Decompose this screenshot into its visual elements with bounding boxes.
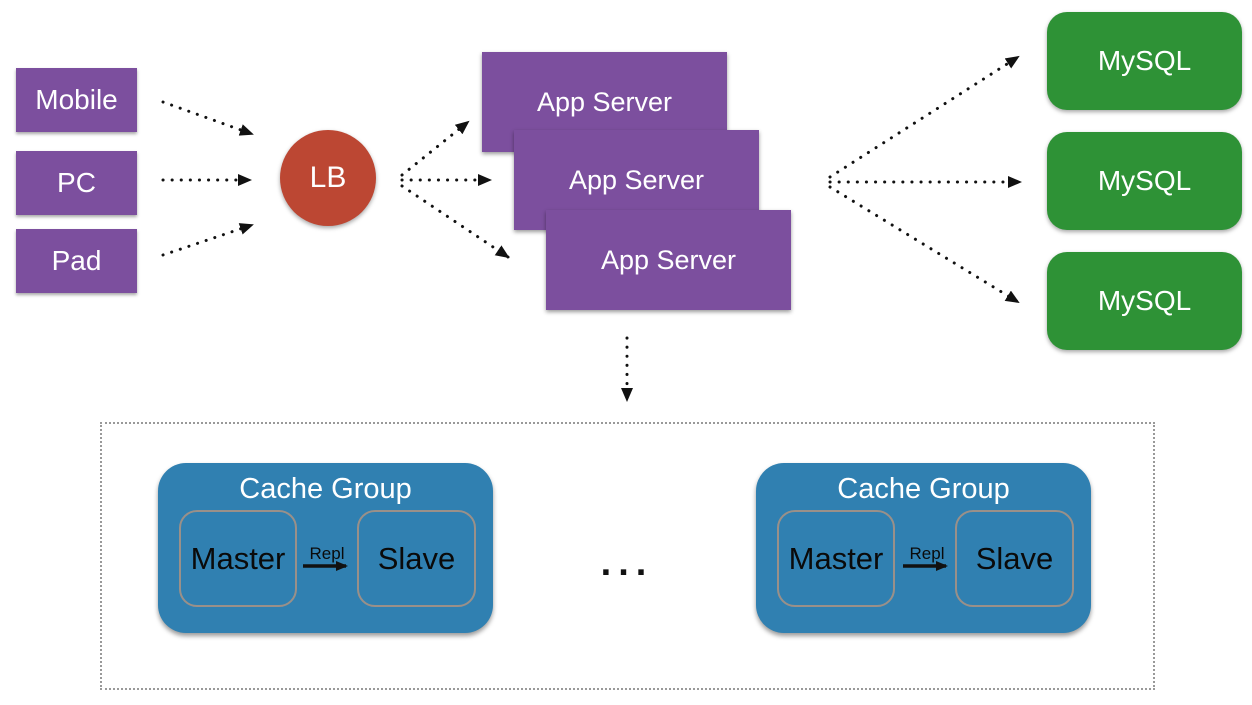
- arrow-mobile-to-lb: [161, 100, 254, 136]
- cache-group-2: Cache Group Master Slave: [756, 463, 1091, 633]
- client-box-mobile: Mobile: [16, 68, 137, 132]
- arrow-pad-to-lb: [161, 223, 254, 257]
- arrow-lb-to-appserver-3: [400, 184, 510, 259]
- load-balancer-circle: LB: [280, 130, 376, 226]
- cache-group-1-slave-box: Slave: [357, 510, 476, 607]
- mysql-box-3: MySQL: [1047, 252, 1242, 350]
- cache-group-1: Cache Group Master Slave: [158, 463, 493, 633]
- arrow-appservers-to-mysql-1: [828, 55, 1020, 179]
- mysql-box-1: MySQL: [1047, 12, 1242, 110]
- cache-group-1-master-box: Master: [179, 510, 297, 607]
- cache-group-2-title: Cache Group: [837, 473, 1010, 505]
- cache-group-2-master-box: Master: [777, 510, 895, 607]
- cache-cluster-container: [100, 422, 1155, 690]
- app-server-box-3: App Server: [546, 210, 791, 310]
- cache-group-1-title: Cache Group: [239, 473, 412, 505]
- cache-group-2-slave-box: Slave: [955, 510, 1074, 607]
- cache-group-2-repl-label: Repl: [909, 544, 945, 563]
- arrow-lb-to-appserver-1: [400, 120, 470, 177]
- mysql-box-2: MySQL: [1047, 132, 1242, 230]
- client-box-pc: PC: [16, 151, 137, 215]
- client-box-pad: Pad: [16, 229, 137, 293]
- cache-groups-ellipsis: ...: [600, 542, 654, 584]
- cache-group-1-repl-label: Repl: [309, 544, 345, 563]
- arrow-appservers-to-mysql-3: [828, 185, 1020, 304]
